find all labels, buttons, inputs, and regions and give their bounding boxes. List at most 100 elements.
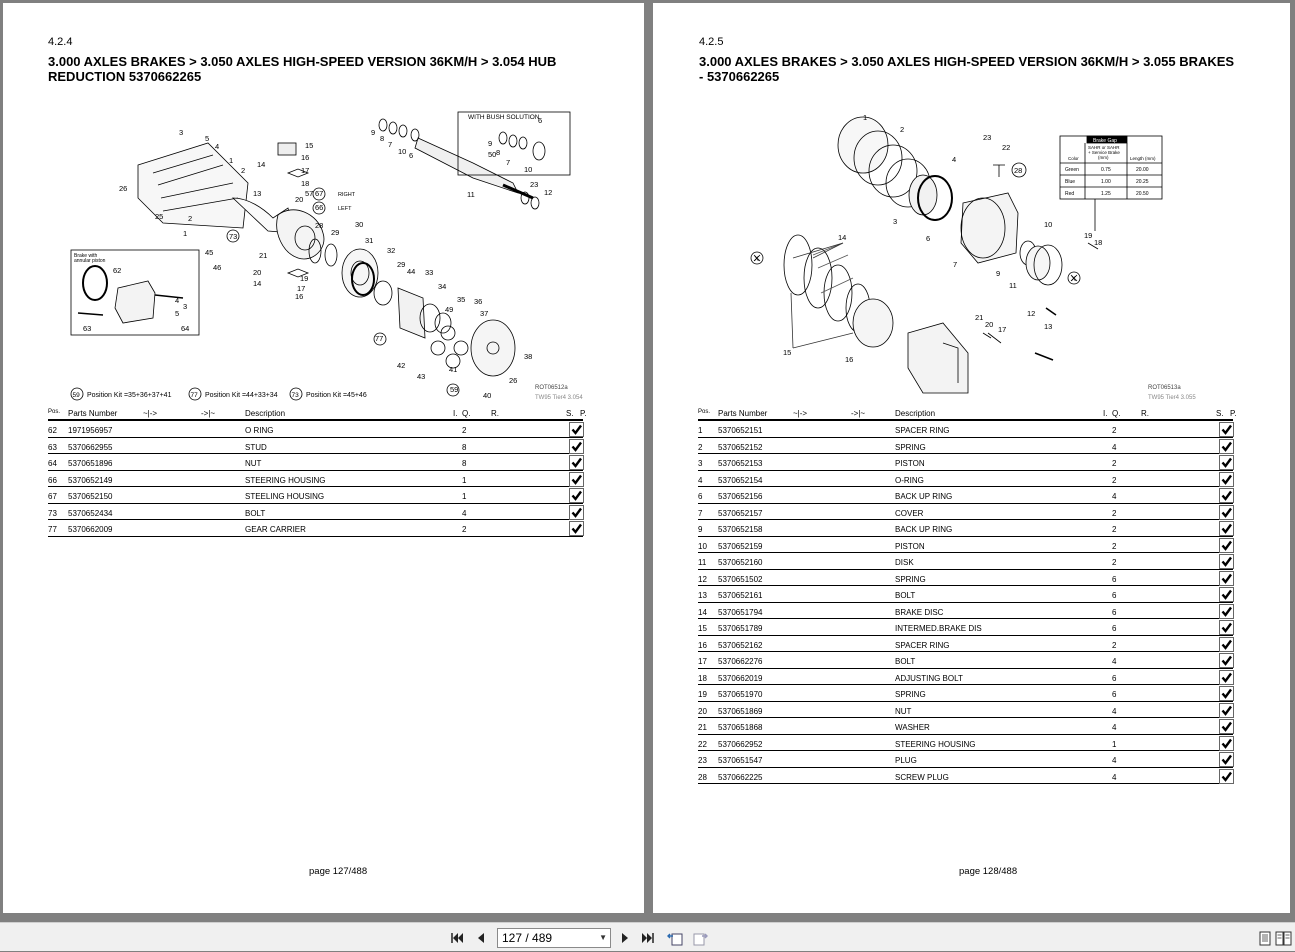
cell-part-number: 5370651502 xyxy=(718,574,763,584)
single-page-view-icon[interactable] xyxy=(1256,929,1274,947)
svg-text:11: 11 xyxy=(1009,281,1017,290)
cell-description: O RING xyxy=(245,426,274,435)
select-checkbox[interactable] xyxy=(1219,620,1234,635)
svg-text:14: 14 xyxy=(838,233,846,242)
select-checkbox[interactable] xyxy=(1219,719,1234,734)
select-checkbox[interactable] xyxy=(1219,438,1234,454)
select-checkbox[interactable] xyxy=(1219,570,1234,586)
last-page-icon[interactable] xyxy=(639,929,657,947)
svg-text:10: 10 xyxy=(524,165,532,174)
select-checkbox[interactable] xyxy=(1219,768,1234,784)
svg-text:3: 3 xyxy=(179,128,183,137)
select-checkbox[interactable] xyxy=(1219,521,1234,536)
kit-77-num: 77 xyxy=(191,392,199,399)
gap-row-color: Red xyxy=(1065,191,1074,197)
select-checkbox[interactable] xyxy=(569,422,584,437)
svg-text:67: 67 xyxy=(315,189,323,198)
cell-quantity: 1 xyxy=(462,475,467,485)
page-number-select[interactable]: 127 / 489 ▼ xyxy=(497,928,611,948)
previous-view-icon[interactable] xyxy=(666,929,684,947)
svg-text:22: 22 xyxy=(1002,143,1010,152)
cell-pos: 17 xyxy=(698,657,707,666)
first-page-icon[interactable] xyxy=(448,929,466,947)
cell-description: SPRING xyxy=(895,442,926,452)
select-checkbox[interactable] xyxy=(1219,471,1234,487)
svg-text:5: 5 xyxy=(175,309,179,318)
select-checkbox[interactable] xyxy=(1219,422,1234,437)
svg-text:3: 3 xyxy=(893,217,897,226)
select-checkbox[interactable] xyxy=(1219,455,1234,470)
svg-text:X: X xyxy=(1071,274,1076,283)
two-page-view-icon[interactable] xyxy=(1275,929,1293,947)
cell-description: STEELING HOUSING xyxy=(245,492,325,501)
prev-page-icon[interactable] xyxy=(472,929,490,947)
select-checkbox[interactable] xyxy=(1219,752,1234,767)
select-checkbox[interactable] xyxy=(1219,653,1234,668)
column-header: Pos. xyxy=(48,409,61,415)
select-checkbox[interactable] xyxy=(1219,603,1234,619)
column-header: Q. xyxy=(462,409,471,418)
select-checkbox[interactable] xyxy=(569,488,584,503)
column-header: Description xyxy=(245,409,286,418)
svg-text:73: 73 xyxy=(229,232,237,241)
select-checkbox[interactable] xyxy=(569,455,584,470)
cell-quantity: 6 xyxy=(1112,673,1117,683)
cell-part-number: 5370651789 xyxy=(718,624,763,633)
select-checkbox[interactable] xyxy=(1219,587,1234,602)
cell-pos: 10 xyxy=(698,541,707,551)
svg-text:2: 2 xyxy=(900,125,904,134)
page-number: page 127/488 xyxy=(309,866,368,877)
svg-text:20: 20 xyxy=(253,268,261,277)
select-checkbox[interactable] xyxy=(569,471,584,487)
select-checkbox[interactable] xyxy=(569,521,584,536)
cell-description: INTERMED.BRAKE DIS xyxy=(895,624,982,633)
select-checkbox[interactable] xyxy=(1219,488,1234,503)
select-checkbox[interactable] xyxy=(1219,554,1234,569)
column-header: Parts Number xyxy=(718,409,768,418)
cell-quantity: 6 xyxy=(1112,591,1117,600)
svg-text:25: 25 xyxy=(155,212,163,221)
gap-row-color: Green xyxy=(1065,167,1079,173)
column-header: R. xyxy=(491,409,499,418)
figure-ref-code: ROT06512a xyxy=(535,385,568,391)
cell-part-number: 5370651868 xyxy=(718,723,763,732)
cell-description: STEERING HOUSING xyxy=(895,739,976,749)
column-header: S. xyxy=(566,409,574,418)
svg-text:64: 64 xyxy=(181,324,189,333)
kit-73-text: Position Kit =45+46 xyxy=(306,392,367,399)
cell-pos: 19 xyxy=(698,690,707,699)
gap-row-color: Blue xyxy=(1065,179,1075,185)
select-checkbox[interactable] xyxy=(1219,504,1234,520)
cell-part-number: 5370662955 xyxy=(68,442,113,452)
select-checkbox[interactable] xyxy=(1219,686,1234,701)
select-checkbox[interactable] xyxy=(569,438,584,454)
checkmark-icon xyxy=(1221,523,1232,534)
cell-description: BRAKE DISC xyxy=(895,607,944,617)
svg-text:11: 11 xyxy=(467,190,475,199)
select-checkbox[interactable] xyxy=(1219,669,1234,685)
select-checkbox[interactable] xyxy=(1219,537,1234,553)
select-checkbox[interactable] xyxy=(1219,735,1234,751)
select-checkbox[interactable] xyxy=(1219,702,1234,718)
column-header: P. xyxy=(1230,409,1237,418)
next-view-icon[interactable] xyxy=(692,929,710,947)
svg-text:62: 62 xyxy=(113,266,121,275)
column-header: Q. xyxy=(1112,409,1121,418)
cell-quantity: 4 xyxy=(1112,723,1117,732)
cell-quantity: 4 xyxy=(462,508,467,518)
next-page-icon[interactable] xyxy=(616,929,634,947)
cell-quantity: 6 xyxy=(1112,574,1117,584)
cell-quantity: 2 xyxy=(462,525,467,534)
cell-part-number: 5370652158 xyxy=(718,525,763,534)
select-checkbox[interactable] xyxy=(569,504,584,520)
select-checkbox[interactable] xyxy=(1219,636,1234,652)
cell-part-number: 5370652434 xyxy=(68,508,113,518)
cell-part-number: 5370662009 xyxy=(68,525,113,534)
